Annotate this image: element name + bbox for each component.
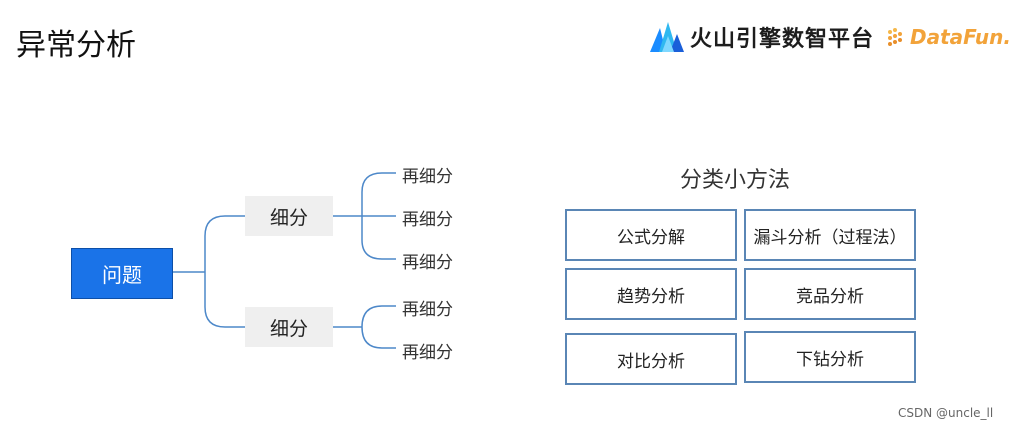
leaf-node-1-2: 再细分 xyxy=(402,210,453,230)
datafun-brand-text: DataFun. xyxy=(910,25,1010,49)
method-cell-drilldown-analysis: 下钻分析 xyxy=(744,331,916,383)
leaf-node-2-2: 再细分 xyxy=(402,343,453,363)
method-cell-comparison-analysis: 对比分析 xyxy=(565,333,737,385)
volcano-engine-brand-text: 火山引擎数智平台 xyxy=(690,27,875,52)
connector-branch1-bottom xyxy=(361,216,396,260)
page-title: 异常分析 xyxy=(16,28,136,63)
method-cell-trend-analysis: 趋势分析 xyxy=(565,268,737,320)
methods-title: 分类小方法 xyxy=(680,168,791,193)
watermark: CSDN @uncle_ll xyxy=(898,406,994,420)
leaf-node-1-1: 再细分 xyxy=(402,167,453,187)
method-cell-competitor-analysis: 竞品分析 xyxy=(744,268,916,320)
connector-root-upper xyxy=(204,215,245,272)
leaf-node-1-3: 再细分 xyxy=(402,253,453,273)
branch-node-2: 细分 xyxy=(245,307,333,347)
connector-branch2-bottom xyxy=(361,326,396,349)
connector-root-lower xyxy=(204,272,245,328)
method-cell-formula-decomposition: 公式分解 xyxy=(565,209,737,261)
connector-branch1-top xyxy=(361,172,396,216)
leaf-node-2-1: 再细分 xyxy=(402,300,453,320)
volcano-engine-logo-icon xyxy=(650,22,684,52)
method-cell-funnel-analysis: 漏斗分析（过程法） xyxy=(744,209,916,261)
volcano-engine-brand: 火山引擎数智平台 xyxy=(650,20,874,54)
datafun-logo-icon xyxy=(888,28,902,46)
datafun-brand: DataFun. xyxy=(886,20,1010,54)
connector-branch2-top xyxy=(361,305,396,328)
root-node: 问题 xyxy=(71,248,173,299)
branch-node-1: 细分 xyxy=(245,196,333,236)
